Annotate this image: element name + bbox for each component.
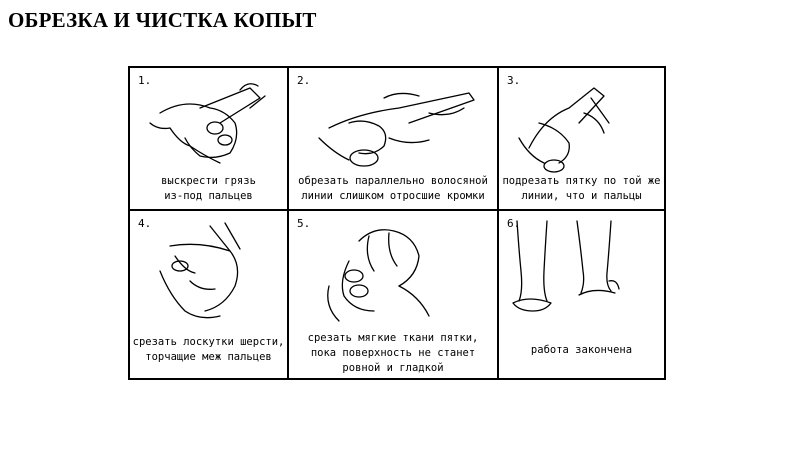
- step-panel-2: 2. обрезать параллельно волосяной линии …: [289, 68, 497, 209]
- step-number: 5.: [297, 217, 311, 230]
- step-panel-6: 6. работа закончена: [499, 211, 664, 378]
- page-title: ОБРЕЗКА И ЧИСТКА КОПЫТ: [8, 8, 317, 32]
- cleaning-hoof-illustration: [149, 83, 266, 164]
- trimming-nails-illustration: [318, 92, 475, 167]
- trimming-heel-pad-illustration: [327, 229, 430, 322]
- step-panel-1: 1. выскрести грязь из-под пальцев: [130, 68, 287, 209]
- step-caption: срезать лоскутки шерсти, торчащие меж па…: [132, 336, 285, 363]
- step-panel-4: 4. срезать лоскутки шерсти, торчащие меж…: [130, 211, 287, 378]
- step-number: 1.: [138, 74, 152, 87]
- step-caption: обрезать параллельно волосяной линии сли…: [298, 175, 488, 202]
- step-caption: срезать мягкие ткани пятки, пока поверхн…: [307, 332, 479, 374]
- step-panel-5: 5. срезать мягкие ткани пятки, пока пове…: [289, 211, 497, 378]
- instruction-grid: 1. выскрести грязь из-под пальцев 2.: [128, 66, 666, 380]
- step-number: 2.: [297, 74, 311, 87]
- step-caption: работа закончена: [530, 344, 633, 356]
- trimming-hair-illustration: [159, 222, 241, 319]
- grid-divider: [130, 209, 664, 211]
- step-number: 4.: [138, 217, 152, 230]
- step-caption: выскрести грязь из-под пальцев: [161, 175, 256, 202]
- trimming-heel-illustration: [518, 87, 610, 173]
- grid-divider: [287, 68, 289, 378]
- step-panel-3: 3. подрезать пятку по той же линии, что …: [499, 68, 664, 209]
- grid-divider: [497, 68, 499, 378]
- step-number: 3.: [507, 74, 521, 87]
- finished-legs-illustration: [512, 220, 620, 312]
- step-caption: подрезать пятку по той же линии, что и п…: [502, 175, 661, 202]
